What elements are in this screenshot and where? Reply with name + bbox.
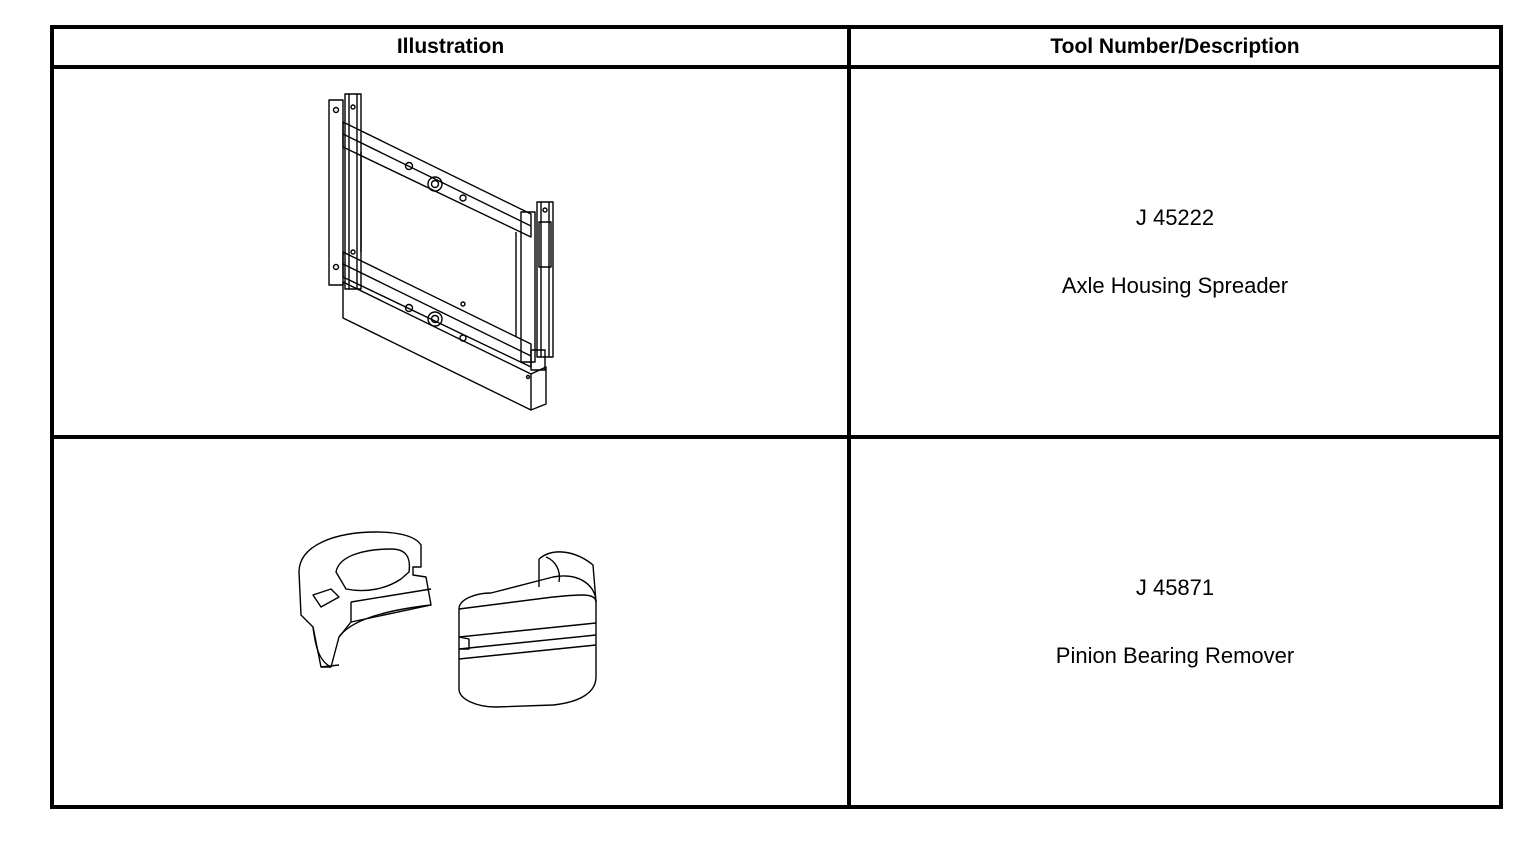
table-header-row: Illustration Tool Number/Description — [50, 25, 1503, 69]
header-tool-description: Tool Number/Description — [847, 25, 1503, 69]
table-row: J 45871 Pinion Bearing Remover — [50, 435, 1503, 809]
tool-description: Axle Housing Spreader — [1061, 273, 1289, 298]
tool-cell: J 45222 Axle Housing Spreader — [847, 65, 1503, 439]
table-row: J 45222 Axle Housing Spreader — [50, 65, 1503, 439]
tool-description: Pinion Bearing Remover — [1055, 643, 1295, 668]
special-tools-table: Illustration Tool Number/Description — [50, 25, 1503, 809]
header-illustration: Illustration — [50, 25, 851, 69]
axle-housing-spreader-icon — [327, 93, 554, 411]
tool-cell: J 45871 Pinion Bearing Remover — [847, 435, 1503, 809]
illustration-cell — [50, 435, 851, 809]
tool-number: J 45871 — [1135, 575, 1215, 600]
illustration-cell — [50, 65, 851, 439]
pinion-bearing-remover-icon — [297, 531, 597, 708]
tool-number: J 45222 — [1135, 205, 1215, 230]
